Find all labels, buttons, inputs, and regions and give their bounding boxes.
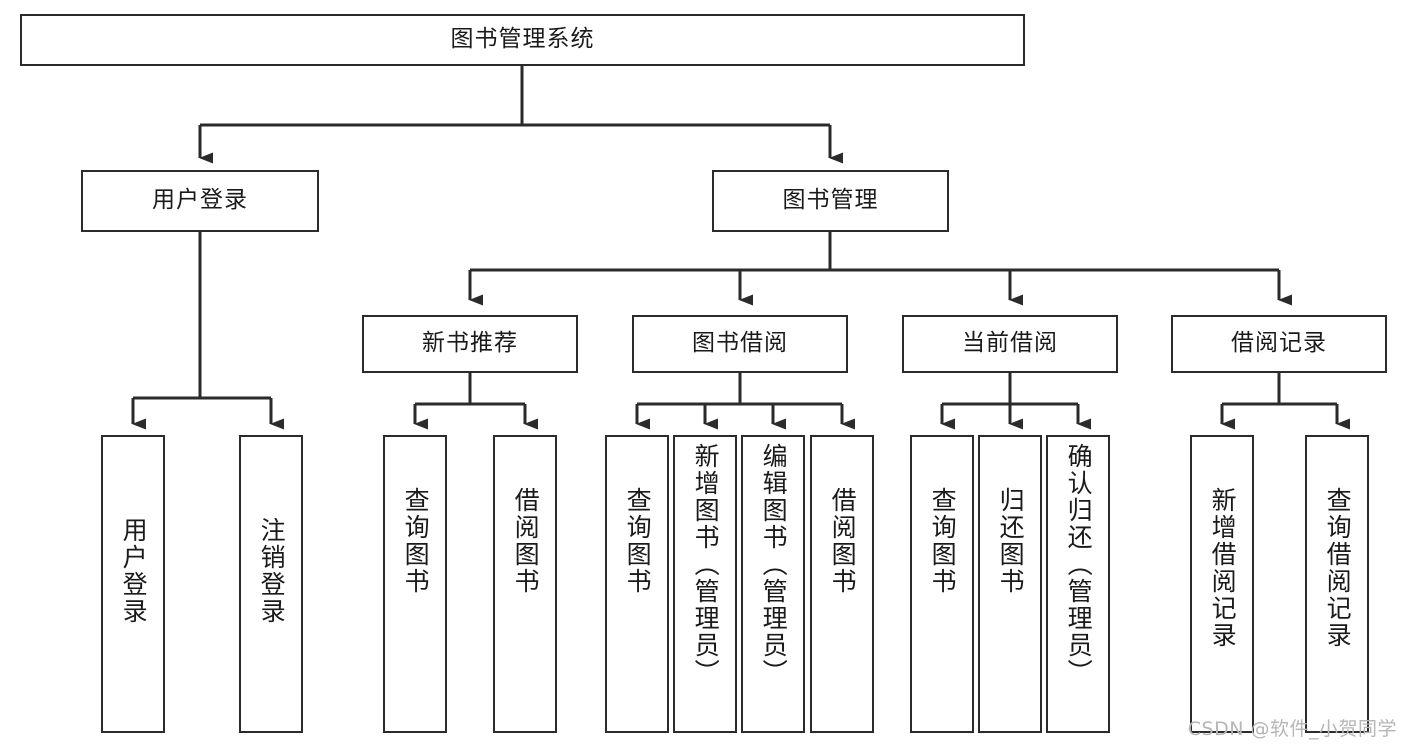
node-leaf-query-book-1[interactable]: 查询图书: [383, 435, 447, 733]
node-root-label: 图书管理系统: [450, 26, 595, 53]
node-leaf-add-book[interactable]: 新增图书（管理员）: [673, 435, 737, 733]
node-leaf-logout-login-label: 注销登录: [257, 517, 287, 625]
node-leaf-query-book-1-label: 查询图书: [401, 487, 431, 595]
node-borrow-record-label: 借阅记录: [1231, 330, 1327, 357]
node-leaf-query-book-3[interactable]: 查询图书: [910, 435, 974, 733]
node-book-manage[interactable]: 图书管理: [712, 170, 949, 232]
node-root[interactable]: 图书管理系统: [20, 14, 1025, 66]
node-leaf-add-record-label: 新增借阅记录: [1208, 487, 1238, 649]
node-leaf-query-book-3-label: 查询图书: [928, 487, 958, 595]
node-new-book-recommend-label: 新书推荐: [422, 330, 518, 357]
node-leaf-add-book-label: 新增图书（管理员）: [691, 443, 721, 686]
node-leaf-query-book-2-label: 查询图书: [623, 487, 653, 595]
watermark-text: CSDN @软件_小贺同学: [1187, 718, 1397, 740]
node-new-book-recommend[interactable]: 新书推荐: [362, 315, 578, 373]
node-leaf-edit-book-label: 编辑图书（管理员）: [759, 443, 789, 686]
node-leaf-borrow-book-2-label: 借阅图书: [828, 487, 858, 595]
node-leaf-user-login[interactable]: 用户登录: [101, 435, 165, 733]
node-leaf-query-book-2[interactable]: 查询图书: [605, 435, 669, 733]
node-user-login-label: 用户登录: [152, 187, 248, 214]
node-current-borrow[interactable]: 当前借阅: [902, 315, 1118, 373]
node-leaf-borrow-book-2[interactable]: 借阅图书: [810, 435, 874, 733]
node-book-borrow[interactable]: 图书借阅: [632, 315, 848, 373]
node-leaf-logout-login[interactable]: 注销登录: [239, 435, 303, 733]
node-user-login[interactable]: 用户登录: [81, 170, 319, 232]
node-leaf-confirm-return[interactable]: 确认归还（管理员）: [1046, 435, 1110, 733]
node-leaf-return-book[interactable]: 归还图书: [978, 435, 1042, 733]
node-leaf-borrow-book-1[interactable]: 借阅图书: [493, 435, 557, 733]
node-book-borrow-label: 图书借阅: [692, 330, 788, 357]
node-leaf-confirm-return-label: 确认归还（管理员）: [1064, 443, 1094, 686]
node-leaf-edit-book[interactable]: 编辑图书（管理员）: [741, 435, 805, 733]
node-leaf-user-login-label: 用户登录: [119, 517, 149, 625]
node-leaf-query-record-label: 查询借阅记录: [1323, 487, 1353, 649]
node-book-manage-label: 图书管理: [782, 187, 879, 214]
node-current-borrow-label: 当前借阅: [962, 330, 1058, 357]
node-leaf-return-book-label: 归还图书: [996, 487, 1026, 595]
node-leaf-query-record[interactable]: 查询借阅记录: [1305, 435, 1369, 733]
node-borrow-record[interactable]: 借阅记录: [1171, 315, 1387, 373]
node-leaf-borrow-book-1-label: 借阅图书: [511, 487, 541, 595]
node-leaf-add-record[interactable]: 新增借阅记录: [1190, 435, 1254, 733]
